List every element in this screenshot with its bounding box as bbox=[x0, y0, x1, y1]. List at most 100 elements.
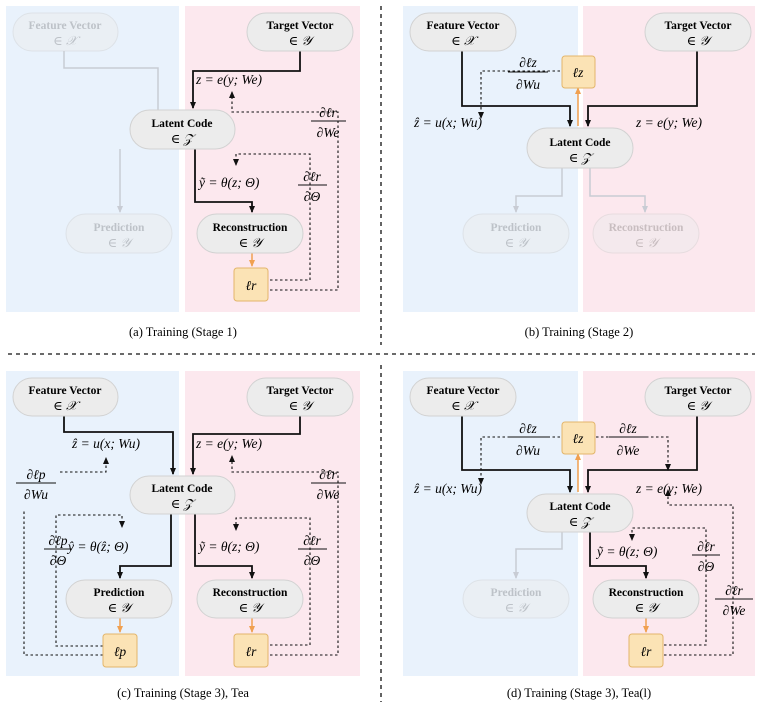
grad-lr-We-path bbox=[229, 91, 339, 291]
grad-dlr-dTheta-den: ∂Θ bbox=[304, 553, 321, 568]
grad-dlp-dTheta-den: ∂Θ bbox=[50, 553, 67, 568]
equation-zhat-encoder: ẑ = u(x; Wu) bbox=[413, 481, 482, 496]
grad-lz-Wu-path bbox=[478, 70, 560, 119]
target-vector-title: Target Vector bbox=[665, 20, 732, 32]
caption-b: (b) Training (Stage 2) bbox=[525, 325, 634, 339]
grad-dlp-dWu-num: ∂ℓp bbox=[26, 467, 45, 482]
caption-d: (d) Training (Stage 3), Tea(l) bbox=[507, 686, 651, 700]
grad-dlr-dWe-den: ∂We bbox=[723, 603, 746, 618]
panel-d: Feature Vector ∈ 𝒳 Target Vector ∈ 𝒴 ℓz … bbox=[409, 377, 753, 700]
reconstruction-node: Reconstruction ∈ 𝒴 bbox=[196, 579, 304, 619]
loss-lz-label: ℓz bbox=[573, 431, 585, 446]
panel-c-backgrounds bbox=[6, 371, 360, 676]
grad-dlz-dWu-den: ∂Wu bbox=[516, 77, 540, 92]
edge-target-to-latent bbox=[585, 51, 698, 127]
equation-z-encoder: z = e(y; We) bbox=[195, 72, 262, 87]
loss-lr-box: ℓr bbox=[628, 633, 664, 668]
prediction-title: Prediction bbox=[491, 222, 542, 234]
loss-lr-label: ℓr bbox=[641, 644, 653, 659]
loss-lr-box: ℓr bbox=[233, 633, 269, 668]
loss-lp-box: ℓp bbox=[102, 633, 138, 668]
latent-code-sub: ∈ 𝒵 bbox=[171, 496, 197, 511]
grad-dlr-dWe-num: ∂ℓr bbox=[319, 467, 337, 482]
equation-ytilde: ỹ = θ(z; Θ) bbox=[197, 539, 260, 554]
grad-dlz-dWu: ∂ℓz ∂Wu bbox=[508, 55, 548, 92]
equation-z-encoder: z = e(y; We) bbox=[195, 436, 262, 451]
grad-dlz-dWu-num: ∂ℓz bbox=[519, 421, 537, 436]
loss-lr-box: ℓr bbox=[233, 267, 269, 302]
reconstruction-sub: ∈ 𝒴 bbox=[238, 235, 265, 250]
grad-lr-We-path bbox=[664, 489, 734, 656]
grad-dlr-dTheta-den: ∂Θ bbox=[698, 559, 715, 574]
loss-lz-label: ℓz bbox=[573, 65, 585, 80]
latent-code-title: Latent Code bbox=[549, 501, 610, 513]
target-vector-node: Target Vector ∈ 𝒴 bbox=[246, 377, 354, 417]
edge-latent-to-reconstruction bbox=[194, 149, 255, 213]
reconstruction-title: Reconstruction bbox=[609, 587, 684, 599]
feature-vector-title: Feature Vector bbox=[29, 20, 102, 32]
edge-latent-to-reconstruction bbox=[589, 532, 649, 579]
grad-dlr-dTheta-num: ∂ℓr bbox=[303, 169, 321, 184]
reconstruction-sub: ∈ 𝒴 bbox=[634, 600, 661, 615]
prediction-node-inactive: Prediction ∈ 𝒴 bbox=[65, 213, 173, 254]
edge-target-to-latent bbox=[190, 51, 301, 109]
reconstruction-title: Reconstruction bbox=[213, 222, 288, 234]
feature-vector-sub: ∈ 𝒳 bbox=[53, 398, 81, 413]
prediction-node-inactive: Prediction ∈ 𝒴 bbox=[462, 213, 570, 254]
grad-dlr-dWe-den: ∂We bbox=[317, 125, 340, 140]
equation-z-encoder: z = e(y; We) bbox=[635, 481, 702, 496]
feature-vector-title: Feature Vector bbox=[427, 20, 500, 32]
grad-dlr-dTheta-den: ∂Θ bbox=[304, 189, 321, 204]
grad-dlz-dWe-den: ∂We bbox=[617, 443, 640, 458]
grad-dlr-dWe-num: ∂ℓr bbox=[319, 105, 337, 120]
panel-a: Feature Vector ∈ 𝒳 Target Vector ∈ 𝒴 Lat… bbox=[12, 12, 354, 339]
latent-code-title: Latent Code bbox=[549, 137, 610, 149]
feature-vector-title: Feature Vector bbox=[29, 385, 102, 397]
grad-dlz-dWu: ∂ℓz ∂Wu bbox=[508, 421, 548, 458]
grad-lr-theta-path bbox=[233, 153, 311, 281]
latent-code-sub: ∈ 𝒵 bbox=[569, 514, 595, 529]
feature-vector-title: Feature Vector bbox=[427, 385, 500, 397]
edge-latent-to-prediction-inactive bbox=[513, 168, 563, 213]
equation-z-encoder: z = e(y; We) bbox=[635, 115, 702, 130]
equation-yhat: ŷ = θ(ẑ; Θ) bbox=[66, 539, 129, 554]
edge-latent-to-reconstruction-inactive bbox=[589, 168, 648, 213]
edge-latent-to-reconstruction bbox=[194, 514, 255, 579]
equation-zhat-encoder: ẑ = u(x; Wu) bbox=[71, 436, 140, 451]
grad-dlr-dWe: ∂ℓr ∂We bbox=[311, 105, 346, 140]
target-vector-node: Target Vector ∈ 𝒴 bbox=[246, 12, 354, 52]
prediction-node: Prediction ∈ 𝒴 bbox=[65, 579, 173, 619]
target-vector-sub: ∈ 𝒴 bbox=[686, 33, 713, 48]
grad-dlp-dTheta: ∂ℓp ∂Θ bbox=[44, 533, 72, 568]
grad-lp-theta-path bbox=[55, 514, 125, 647]
target-vector-node: Target Vector ∈ 𝒴 bbox=[644, 12, 752, 52]
prediction-sub: ∈ 𝒴 bbox=[107, 600, 134, 615]
reconstruction-node: Reconstruction ∈ 𝒴 bbox=[592, 579, 700, 619]
grad-dlz-dWe-num: ∂ℓz bbox=[619, 421, 637, 436]
edge-feature-to-latent bbox=[63, 416, 176, 475]
latent-code-title: Latent Code bbox=[151, 483, 212, 495]
reconstruction-node: Reconstruction ∈ 𝒴 bbox=[196, 213, 304, 254]
loss-lr-label: ℓr bbox=[246, 644, 258, 659]
grad-lz-Wu-path bbox=[478, 436, 560, 485]
latent-code-node: Latent Code ∈ 𝒵 bbox=[129, 475, 236, 515]
prediction-title: Prediction bbox=[94, 587, 145, 599]
feature-vector-node: Feature Vector ∈ 𝒳 bbox=[409, 377, 517, 417]
grad-dlr-dTheta-num: ∂ℓr bbox=[303, 533, 321, 548]
grad-dlr-dTheta: ∂ℓr ∂Θ bbox=[692, 539, 720, 574]
equation-ytilde: ỹ = θ(z; Θ) bbox=[197, 175, 260, 190]
prediction-node-inactive: Prediction ∈ 𝒴 bbox=[462, 579, 570, 619]
reconstruction-node-inactive: Reconstruction ∈ 𝒴 bbox=[592, 213, 700, 254]
grad-dlr-dWe-den: ∂We bbox=[317, 487, 340, 502]
panel-a-backgrounds bbox=[6, 6, 360, 312]
grad-dlp-dTheta-num: ∂ℓp bbox=[48, 533, 67, 548]
grad-dlp-dWu: ∂ℓp ∂Wu bbox=[16, 467, 56, 502]
edge-target-to-latent bbox=[190, 416, 301, 475]
feature-vector-node: Feature Vector ∈ 𝒳 bbox=[12, 377, 119, 417]
edge-target-to-latent bbox=[585, 416, 698, 493]
prediction-sub: ∈ 𝒴 bbox=[107, 235, 134, 250]
grad-lr-We-path bbox=[229, 455, 339, 656]
grad-dlp-dWu-den: ∂Wu bbox=[24, 487, 48, 502]
edge-feature-to-latent bbox=[461, 416, 573, 493]
